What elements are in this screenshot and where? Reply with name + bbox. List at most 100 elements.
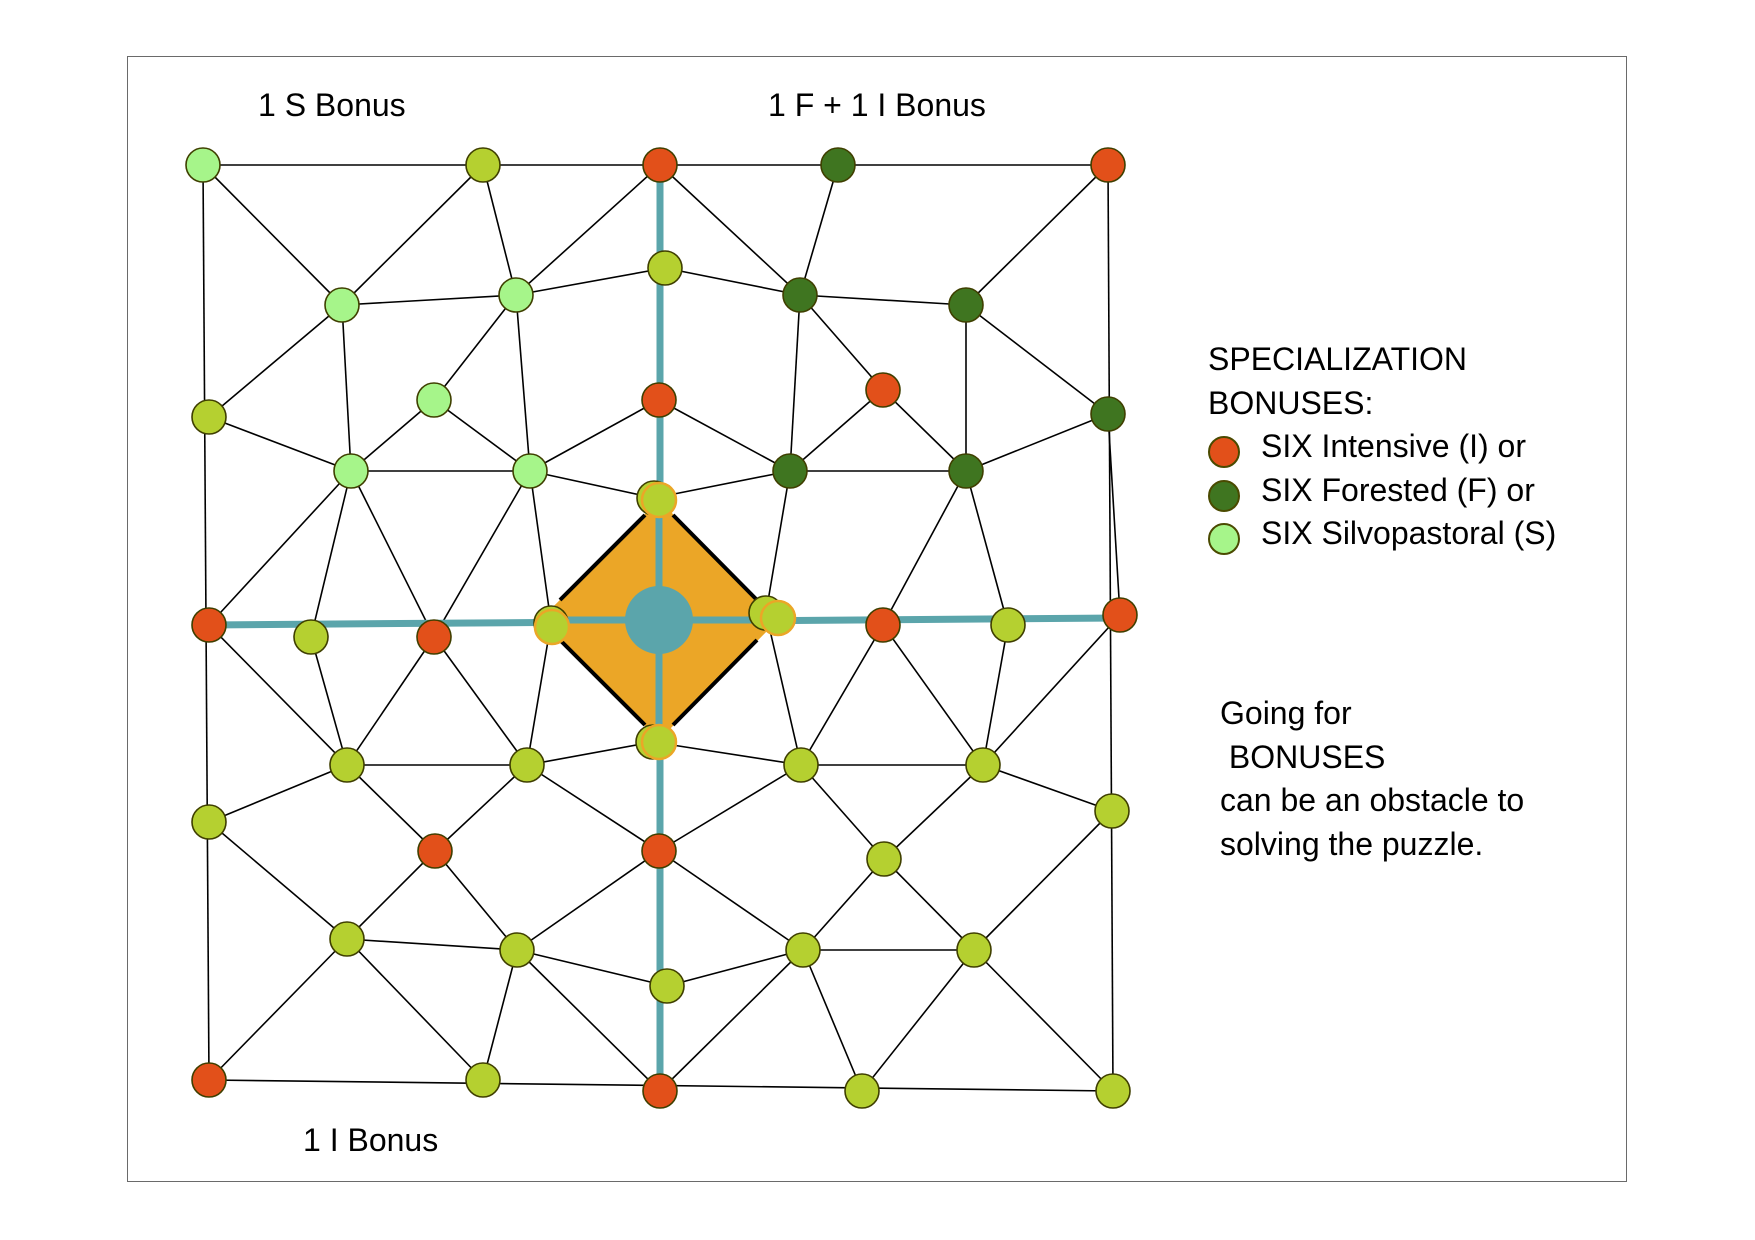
edge-line (350, 470, 435, 638)
silvopastoral-swatch-icon (1208, 523, 1240, 555)
edge-line (789, 294, 801, 472)
edge-line (516, 949, 668, 987)
note-line-3: can be an obstacle to (1220, 782, 1525, 818)
diamond-corner-node (533, 608, 571, 646)
legend-item-label: SIX Silvopastoral (S) (1261, 515, 1557, 551)
edge-line (982, 624, 1009, 766)
edge-line (434, 764, 528, 852)
slide-frame (127, 56, 1627, 1182)
undecided-node (293, 619, 329, 655)
undecided-node (783, 747, 819, 783)
edge-line (516, 850, 660, 951)
edge-line (515, 267, 666, 296)
bonus-label-bottom: 1 I Bonus (303, 1122, 439, 1158)
edge-line (529, 399, 660, 472)
note-line-4: solving the puzzle. (1220, 825, 1484, 862)
undecided-node (990, 607, 1026, 643)
undecided-node (647, 250, 683, 286)
edge-line (433, 294, 517, 401)
bonus-label-top-left: 1 S Bonus (258, 87, 406, 123)
undecided-node (465, 1062, 501, 1098)
intensive-node (641, 833, 677, 869)
edge-line (802, 858, 885, 951)
edge-line (765, 470, 791, 614)
undecided-node (844, 1073, 880, 1109)
edge-line (882, 470, 967, 626)
undecided-node (1094, 793, 1130, 829)
edge-line (799, 164, 839, 296)
undecided-node (956, 932, 992, 968)
intensive-node (191, 607, 227, 643)
forested-node (948, 287, 984, 323)
intensive-node (417, 833, 453, 869)
edge-line (346, 764, 436, 852)
intensive-node (1102, 597, 1138, 633)
undecided-node (499, 932, 535, 968)
edge-line (433, 399, 531, 472)
edge-line (482, 164, 517, 296)
edge-line (659, 164, 801, 296)
edge-line (208, 304, 343, 418)
intensive-node (642, 1073, 678, 1109)
edge-line (658, 850, 804, 951)
edge-line (433, 636, 528, 766)
bonus-label-top-right: 1 F + 1 I Bonus (768, 87, 986, 123)
edge-line (965, 304, 1109, 415)
silvopastoral-node (416, 382, 452, 418)
edge-line (310, 636, 348, 766)
edge-line (800, 624, 884, 766)
edge-line (341, 304, 352, 472)
edge-line (526, 764, 660, 852)
edge-line (800, 764, 885, 860)
forested-node (782, 277, 818, 313)
edge-line (666, 949, 804, 987)
intensive-swatch-icon (1208, 436, 1240, 468)
legend-item-forested: SIX Forested (F) or (1208, 469, 1556, 513)
edge-line (515, 294, 531, 472)
undecided-node (191, 399, 227, 435)
undecided-node (329, 921, 365, 957)
corner-bracket (671, 513, 759, 602)
silvopastoral-node (324, 287, 360, 323)
intensive-node (642, 147, 678, 183)
center-piece (540, 500, 778, 740)
intensive-node (865, 607, 901, 643)
edge-line (208, 416, 352, 472)
specialization-legend: SPECIALIZATION BONUSES: SIX Intensive (I… (1208, 338, 1556, 556)
edge-line (883, 858, 975, 951)
legend-item-label: SIX Intensive (I) or (1261, 428, 1526, 464)
network-edges (202, 164, 1121, 1092)
note-line-1: Going for (1220, 695, 1352, 731)
forested-node (820, 147, 856, 183)
edge-line (965, 470, 1009, 626)
edge-line (883, 764, 984, 860)
edge-line (965, 413, 1109, 472)
undecided-node (1095, 1073, 1131, 1109)
edge-line (434, 850, 518, 951)
undecided-node (191, 804, 227, 840)
undecided-node (965, 747, 1001, 783)
silvopastoral-node (498, 277, 534, 313)
forested-node (948, 453, 984, 489)
edge-line (982, 614, 1121, 766)
edge-line (861, 949, 975, 1092)
diamond-corner-node (759, 599, 797, 637)
edge-line (973, 949, 1114, 1092)
edge-line (973, 810, 1113, 951)
edge-line (346, 850, 436, 940)
edge-line (346, 938, 484, 1081)
undecided-node (509, 747, 545, 783)
edge-line (789, 389, 884, 472)
intensive-node (416, 619, 452, 655)
edge-line (341, 294, 517, 306)
intensive-node (641, 382, 677, 418)
silvopastoral-node (185, 147, 221, 183)
edge-line (765, 612, 802, 766)
edge-line (433, 470, 531, 638)
intensive-node (865, 372, 901, 408)
edge-line (526, 622, 552, 766)
edge-line (208, 624, 348, 766)
legend-item-silvopastoral: SIX Silvopastoral (S) (1208, 512, 1556, 556)
undecided-node (785, 932, 821, 968)
forested-node (772, 453, 808, 489)
